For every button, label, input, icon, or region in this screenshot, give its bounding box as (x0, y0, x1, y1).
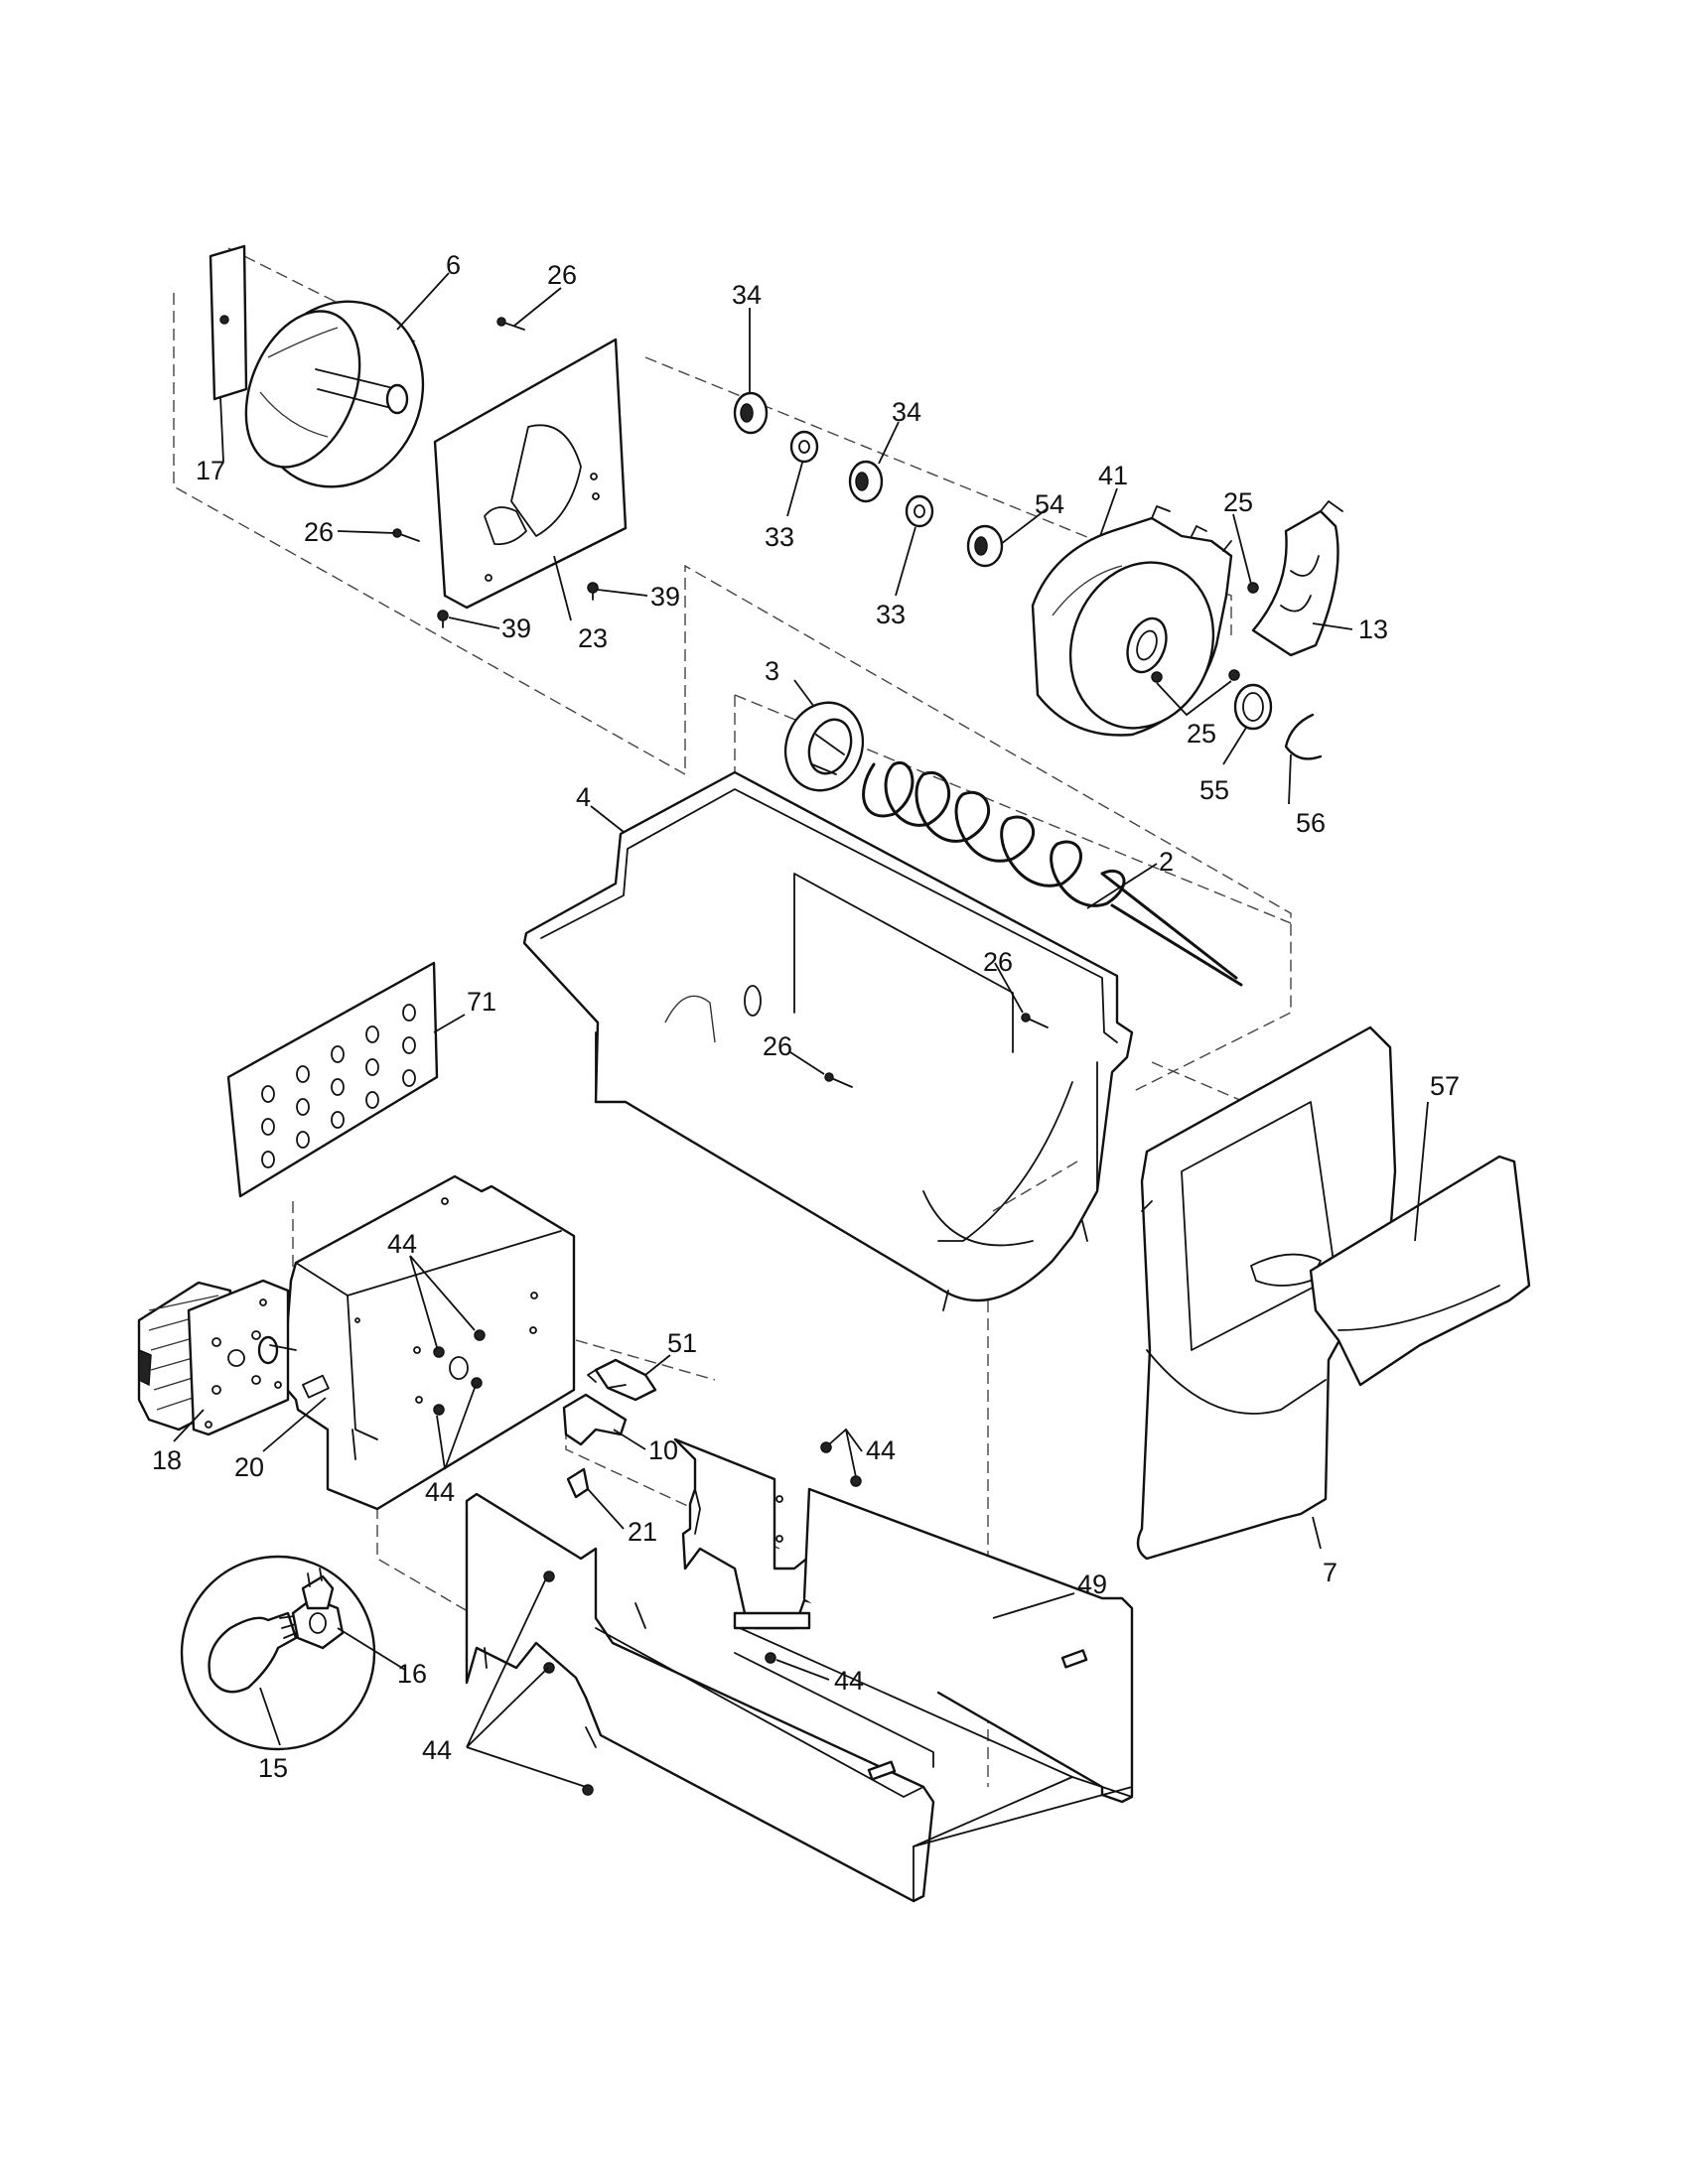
callout-71: 71 (467, 987, 496, 1017)
screw-26-top (496, 317, 525, 331)
screw-26-bucket-left (824, 1072, 853, 1088)
callout-23: 23 (578, 623, 608, 653)
callout-34-right: 34 (892, 397, 921, 427)
bearing-34-b (848, 460, 884, 503)
callout-7: 7 (1323, 1558, 1337, 1587)
callout-25-top: 25 (1223, 487, 1253, 517)
callout-56: 56 (1296, 808, 1326, 838)
ring-55 (1233, 683, 1273, 731)
callout-25-bottom: 25 (1187, 719, 1216, 749)
callout-26-bucket-right: 26 (983, 947, 1013, 977)
callout-4: 4 (576, 782, 591, 812)
callout-39-left: 39 (501, 614, 531, 643)
part-16-socket (291, 1568, 345, 1650)
detail-lamp-inset (180, 1555, 376, 1751)
screw-26-bucket-right (1021, 1013, 1049, 1028)
screw-25-left (1151, 671, 1163, 683)
callout-15: 15 (258, 1753, 288, 1783)
callout-17: 17 (196, 456, 225, 485)
callout-2: 2 (1159, 847, 1174, 877)
callout-55: 55 (1199, 775, 1229, 805)
part-41-housing (1031, 505, 1233, 737)
part-3-coupling (783, 701, 865, 792)
screw-25-right (1228, 669, 1240, 681)
label-dot-grid (261, 1004, 416, 1168)
screw-39-left (437, 610, 449, 628)
screw-25-top (1247, 582, 1259, 594)
part-57-flap (1309, 1155, 1531, 1387)
bearing-54 (966, 524, 1004, 568)
part-51-lamp-socket (587, 1358, 657, 1402)
callout-44-bracket-top: 44 (387, 1229, 417, 1259)
bearing-34-a (733, 391, 769, 435)
callout-54: 54 (1035, 489, 1064, 519)
part-71-label (226, 961, 439, 1198)
callout-20: 20 (234, 1452, 264, 1482)
screw-26-left (392, 528, 420, 542)
part-4-ice-bucket (522, 770, 1134, 1311)
callout-13: 13 (1358, 614, 1388, 644)
part-2-auger-spring (862, 760, 1243, 987)
part-49-base-cover (465, 1437, 1134, 1903)
screws-44-bracket (433, 1329, 486, 1416)
callout-49: 49 (1077, 1570, 1107, 1599)
washer-33-a (789, 430, 819, 464)
callout-51: 51 (667, 1328, 697, 1358)
callout-26-left: 26 (304, 517, 334, 547)
washer-33-b (905, 494, 934, 528)
callout-39-right: 39 (650, 582, 680, 612)
callout-33-right: 33 (876, 600, 906, 629)
callout-18: 18 (152, 1445, 182, 1475)
leader-lines (173, 272, 1429, 1788)
callout-26-top: 26 (547, 260, 577, 290)
part-23-mounting-plate (433, 338, 628, 610)
callout-16: 16 (397, 1659, 427, 1689)
callout-44-left-bottom: 44 (422, 1735, 452, 1765)
callout-57: 57 (1430, 1071, 1460, 1101)
part-18-motor (137, 1279, 297, 1436)
callout-33-left: 33 (765, 522, 794, 552)
part-15-bulb (208, 1611, 298, 1694)
callout-44-right: 44 (866, 1435, 896, 1465)
part-10-bracket (562, 1393, 628, 1446)
callout-3: 3 (765, 656, 779, 686)
part-17-gasket (209, 244, 248, 401)
callout-6: 6 (446, 250, 461, 280)
callout-44-center: 44 (834, 1666, 864, 1696)
part-21-clip (566, 1467, 590, 1499)
callout-labels: 6 26 17 26 23 39 39 34 34 33 33 54 41 25… (152, 250, 1460, 1783)
callout-10: 10 (648, 1435, 678, 1465)
part-13-clip (1251, 500, 1343, 657)
callout-41: 41 (1098, 461, 1128, 490)
callout-44-bracket-bottom: 44 (425, 1477, 455, 1507)
callout-34-left: 34 (732, 280, 762, 310)
clip-56 (1284, 713, 1323, 760)
callout-26-bucket-left: 26 (763, 1031, 792, 1061)
part-20-motor-bracket (281, 1174, 576, 1511)
part-6-auger-drum (244, 300, 425, 488)
callout-21: 21 (628, 1517, 657, 1547)
screw-39-right (587, 582, 599, 601)
